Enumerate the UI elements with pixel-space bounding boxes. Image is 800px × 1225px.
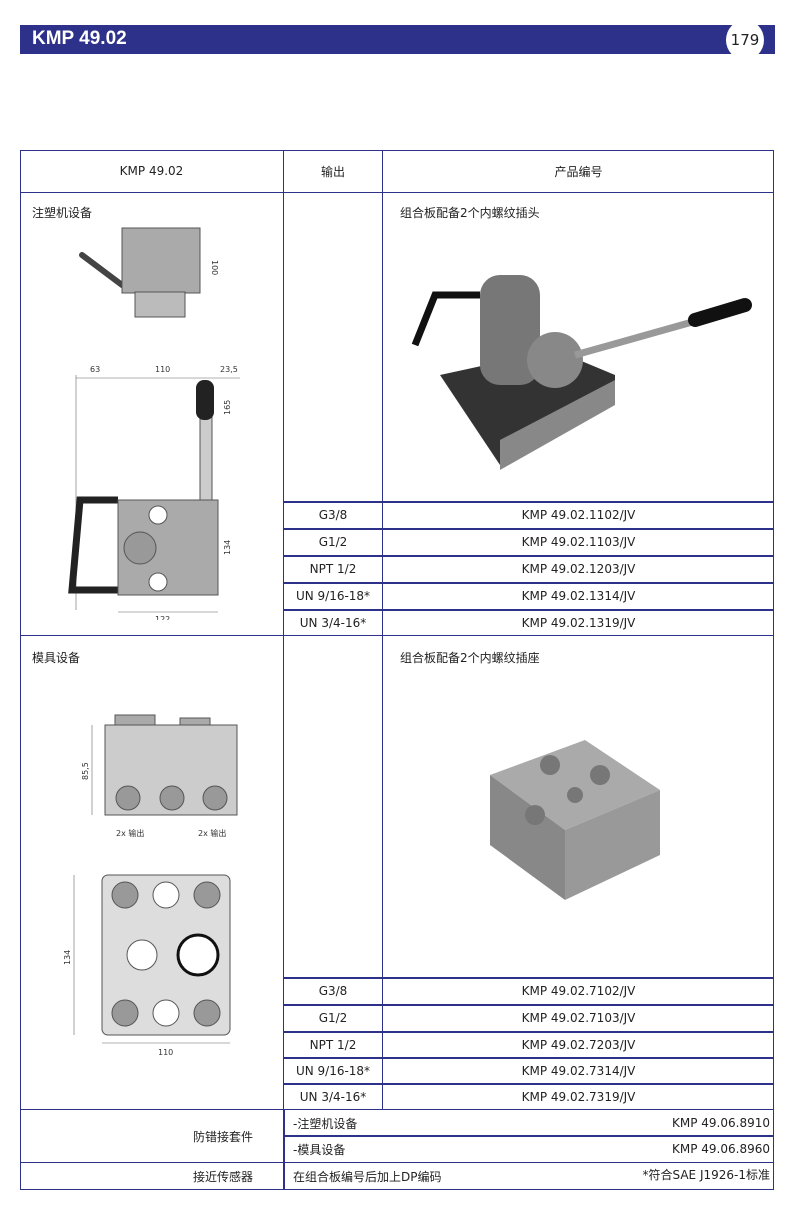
dim-134: 134 xyxy=(63,950,72,965)
antimix-label: 防错接套件 xyxy=(192,1129,253,1144)
dim-100: 100 xyxy=(210,260,219,275)
divider xyxy=(283,1031,774,1033)
col-header-output: 输出 xyxy=(320,164,345,179)
body xyxy=(480,275,540,385)
divider xyxy=(283,1109,285,1190)
section2-label: 模具设备 xyxy=(32,650,81,665)
output-cell: NPT 1/2 xyxy=(309,1037,357,1052)
code-cell: KMP 49.02.1103/JV xyxy=(521,535,636,549)
antimix-item-name: -模具设备 xyxy=(293,1142,346,1157)
output-cell: G3/8 xyxy=(318,508,348,522)
page-title: KMP 49.02 xyxy=(32,28,127,49)
dim-110: 110 xyxy=(158,1048,173,1057)
output-cell: UN 9/16-18* xyxy=(295,589,371,603)
code-cell: KMP 49.02.7102/JV xyxy=(521,984,636,998)
section1-desc: 组合板配备2个内螺纹插头 xyxy=(400,205,540,220)
divider xyxy=(283,1057,774,1059)
dim-63: 63 xyxy=(90,365,100,374)
code-cell: KMP 49.02.1102/JV xyxy=(521,508,636,522)
output-cell: UN 3/4-16* xyxy=(299,616,367,630)
code-cell: KMP 49.02.7314/JV xyxy=(521,1063,636,1078)
section1-label: 注塑机设备 xyxy=(32,205,93,220)
spec-table xyxy=(20,150,774,1190)
divider xyxy=(283,609,774,611)
handle xyxy=(411,291,480,347)
code-cell: KMP 49.02.7203/JV xyxy=(521,1037,636,1052)
coupler-body xyxy=(121,227,201,294)
dim-85-5: 85,5 xyxy=(81,762,90,780)
code-cell: KMP 49.02.1314/JV xyxy=(521,589,636,603)
code-cell: KMP 49.02.7319/JV xyxy=(521,1089,636,1104)
socket-plate-front xyxy=(101,874,231,1036)
sensor-text: 在组合板编号后加上DP编码 xyxy=(293,1170,442,1184)
output-cell: UN 9/16-18* xyxy=(295,1063,371,1078)
col-header-code: 产品编号 xyxy=(554,164,603,179)
header-bar: KMP 49.02 xyxy=(20,25,775,54)
dim-122: 122 xyxy=(155,615,170,620)
code-cell: KMP 49.02.7103/JV xyxy=(521,1011,636,1025)
dim-134: 134 xyxy=(223,540,232,555)
section2-desc: 组合板配备2个内螺纹插座 xyxy=(400,650,540,665)
standard-note: *符合SAE J1926-1标准 xyxy=(642,1168,771,1182)
output-cell: G1/2 xyxy=(318,535,348,549)
output-cell: NPT 1/2 xyxy=(309,562,357,576)
code-cell: KMP 49.02.1319/JV xyxy=(521,616,636,630)
antimix-item-code: KMP 49.06.8960 xyxy=(672,1142,770,1156)
section1-drawing: 100 63 110 23,5 165 134 122 xyxy=(68,227,240,620)
divider xyxy=(283,528,774,530)
lever-grip xyxy=(196,380,214,420)
code-cell: KMP 49.02.1203/JV xyxy=(521,562,636,576)
handle xyxy=(79,252,125,288)
section1-border xyxy=(20,192,774,636)
antimix-item-name: -注塑机设备 xyxy=(293,1116,358,1131)
divider xyxy=(283,501,774,503)
divider xyxy=(283,977,774,979)
page-number: 179 xyxy=(726,20,764,60)
dim-23-5: 23,5 xyxy=(220,365,238,374)
sensor-label: 接近传感器 xyxy=(192,1170,253,1184)
output-cell: UN 3/4-16* xyxy=(299,1089,367,1104)
output-cell: G3/8 xyxy=(318,984,348,998)
dim-165: 165 xyxy=(223,400,232,415)
divider xyxy=(283,1004,774,1006)
output-cell: G1/2 xyxy=(318,1011,348,1025)
handle-loop xyxy=(68,496,118,594)
section1-product-image xyxy=(411,275,752,470)
antimix-item-code: KMP 49.06.8910 xyxy=(672,1116,770,1130)
divider xyxy=(283,582,774,584)
dim-110: 110 xyxy=(155,365,170,374)
section2-product-image xyxy=(490,740,660,900)
divider xyxy=(283,1083,774,1085)
col-header-model: KMP 49.02 xyxy=(119,164,184,178)
section2-drawing: 85,5 2x 输出 2x 输出 134 110 xyxy=(63,714,238,1057)
dim-output-left: 2x 输出 xyxy=(116,828,144,838)
dim-output-right: 2x 输出 xyxy=(198,828,226,838)
plugs xyxy=(134,291,186,318)
divider xyxy=(283,555,774,557)
